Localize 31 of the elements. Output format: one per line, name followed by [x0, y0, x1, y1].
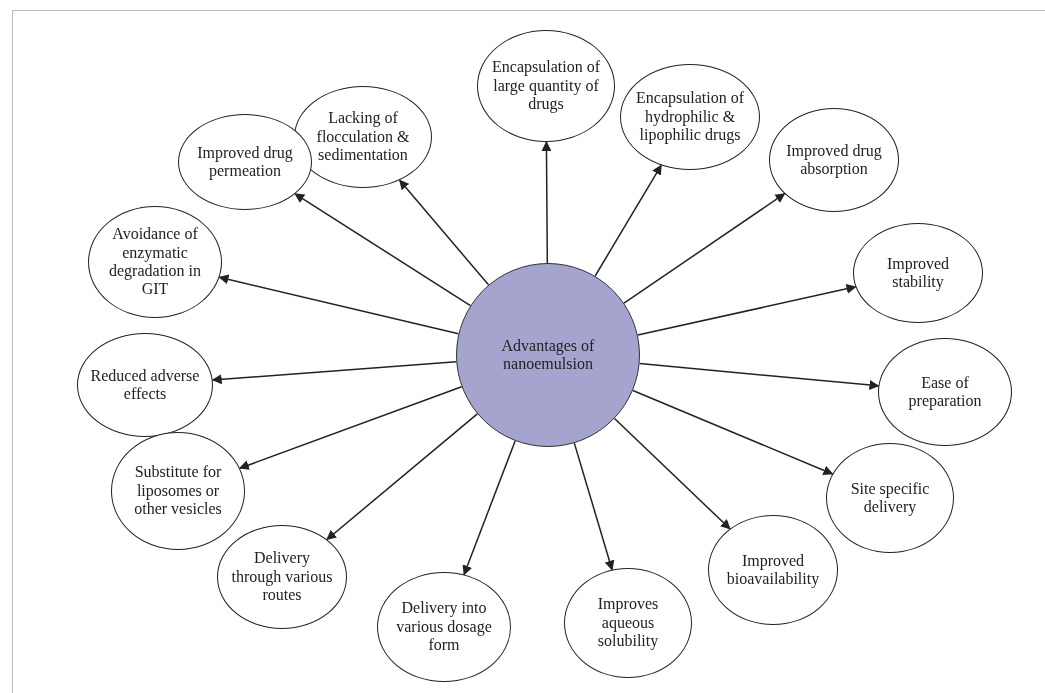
advantage-ellipse: Reduced adverse effects: [77, 333, 213, 437]
arrow: [613, 417, 731, 530]
arrow: [398, 179, 490, 286]
arrow: [637, 283, 857, 336]
advantage-ellipse: Improved stability: [853, 223, 983, 323]
advantage-ellipse: Delivery into various dosage form: [377, 572, 511, 682]
arrow: [632, 389, 834, 476]
advantage-ellipse: Avoidance of enzymatic degradation in GIT: [88, 206, 222, 318]
arrow: [573, 442, 615, 571]
arrow: [594, 164, 662, 277]
arrow: [623, 193, 786, 304]
advantage-ellipse: Encapsulation of large quantity of drugs: [477, 30, 615, 142]
arrow: [541, 141, 552, 264]
arrow: [238, 386, 463, 470]
central-circle: Advantages of nanoemulsion: [456, 263, 640, 447]
arrow: [326, 413, 479, 541]
arrow: [218, 274, 460, 335]
advantage-ellipse: Delivery through various routes: [217, 525, 347, 629]
arrow: [211, 361, 457, 385]
advantage-ellipse: Improved bioavailability: [708, 515, 838, 625]
advantage-ellipse: Improved drug absorption: [769, 108, 899, 212]
advantage-ellipse: Ease of preparation: [878, 338, 1012, 446]
advantage-ellipse: Site specific delivery: [826, 443, 954, 553]
arrow: [638, 362, 880, 390]
arrow: [462, 440, 516, 576]
advantage-ellipse: Improved drug permeation: [178, 114, 312, 210]
advantage-ellipse: Lacking of flocculation & sedimentation: [294, 86, 432, 188]
arrow: [294, 193, 472, 307]
advantage-ellipse: Substitute for liposomes or other vesicles: [111, 432, 245, 550]
advantage-ellipse: Improves aqueous solubility: [564, 568, 692, 678]
advantage-ellipse: Encapsulation of hydrophilic & lipophilic drugs: [620, 64, 760, 170]
